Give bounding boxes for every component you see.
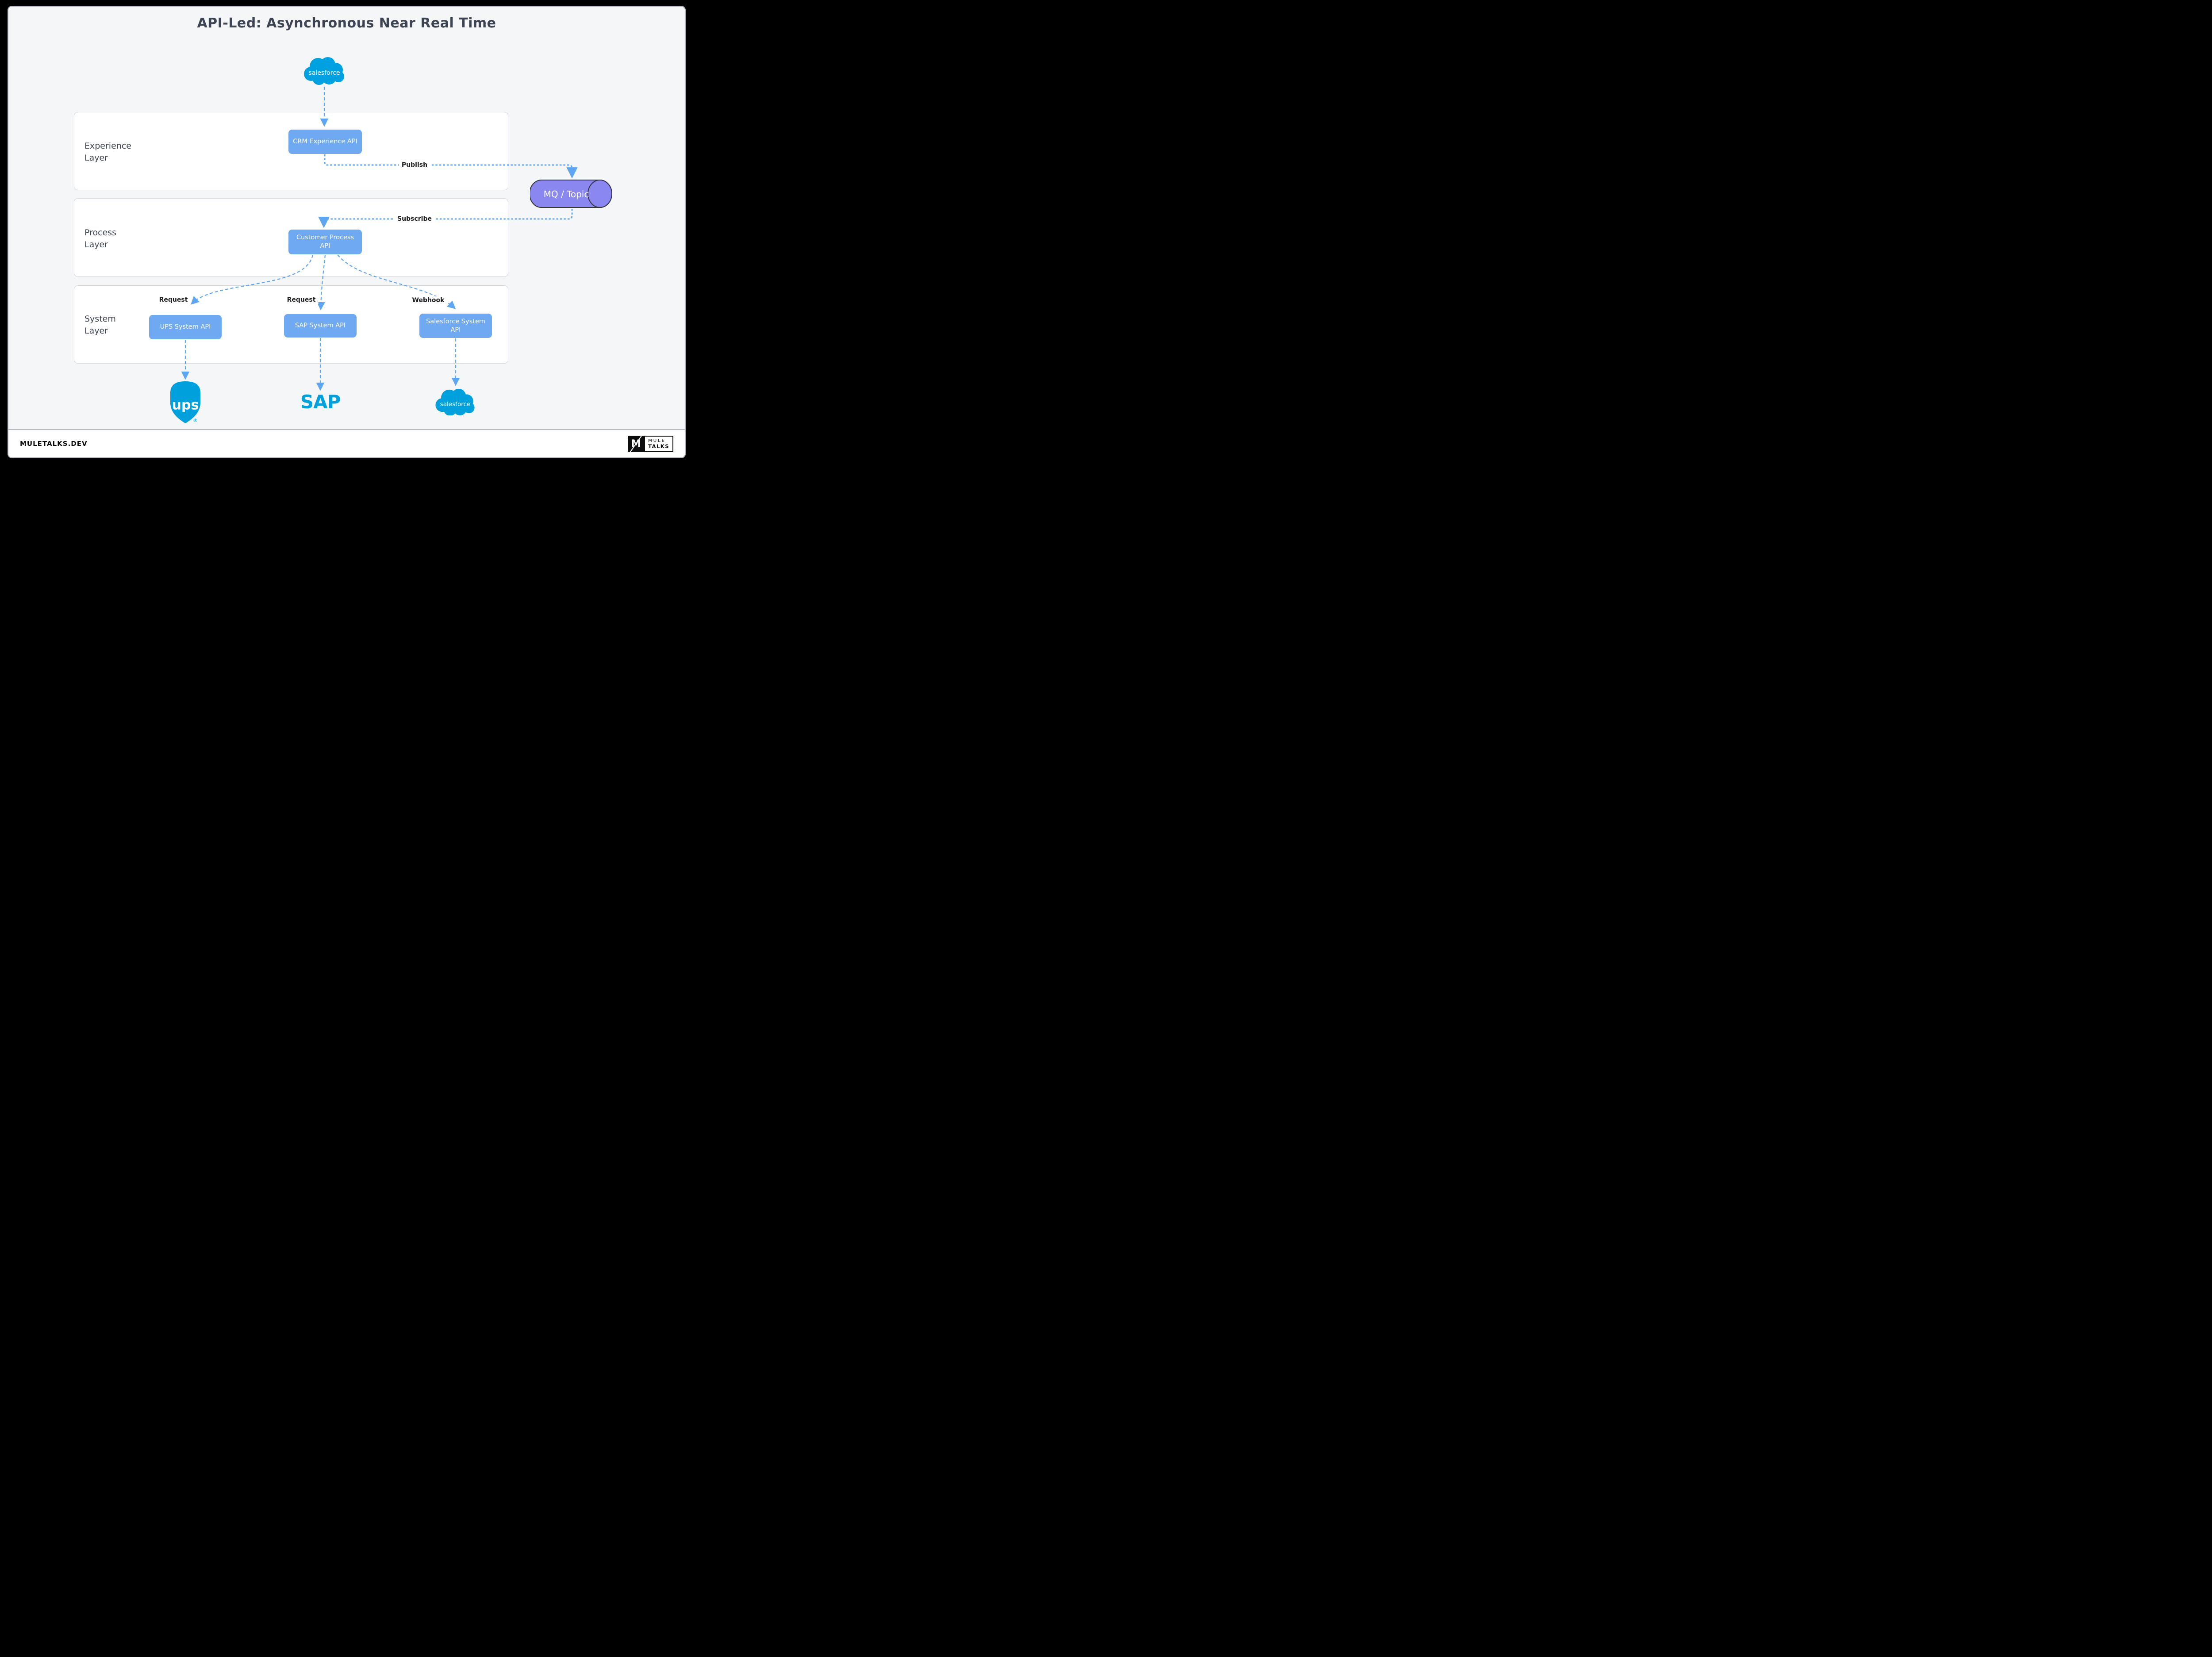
customer-process-api-node: Customer Process API <box>288 230 362 254</box>
page-title: API-Led: Asynchronous Near Real Time <box>197 15 496 31</box>
ups-system-api-node: UPS System API <box>149 315 222 339</box>
publish-label: Publish <box>399 161 430 169</box>
webhook-label: Webhook <box>409 296 447 304</box>
salesforce-wordmark-bottom: salesforce <box>440 401 471 408</box>
system-layer-label: System Layer <box>84 314 116 336</box>
salesforce-wordmark-top: salesforce <box>309 69 340 77</box>
ups-registered-mark: ® <box>193 418 198 423</box>
request-ups-label: Request <box>156 296 191 304</box>
site-name: MULETALKS.DEV <box>20 440 88 448</box>
crm-experience-api-node: CRM Experience API <box>288 130 362 154</box>
mq-topic-queue: MQ / Topic <box>529 179 615 208</box>
footer: MULETALKS.DEV M MULE TALKS <box>8 429 685 457</box>
salesforce-system-api-node: Salesforce System API <box>419 314 492 338</box>
sap-system-api-node: SAP System API <box>284 314 357 338</box>
logo-slash <box>628 433 644 455</box>
diagram-canvas: API-Led: Asynchronous Near Real Time sal… <box>8 6 686 458</box>
mq-topic-label: MQ / Topic <box>544 189 589 199</box>
experience-layer-label: Experience Layer <box>84 141 131 163</box>
request-sap-label: Request <box>284 296 319 304</box>
muletalks-logo: M MULE TALKS <box>628 433 673 455</box>
subscribe-label: Subscribe <box>395 215 434 223</box>
muletalks-wordmark: MULE TALKS <box>644 435 673 452</box>
ups-wordmark: ups <box>172 398 199 413</box>
process-layer-label: Process Layer <box>84 228 117 249</box>
ups-logo: ups ® <box>168 380 203 424</box>
muletalks-monogram: M <box>628 433 645 455</box>
salesforce-cloud-icon-bottom: salesforce <box>433 387 477 416</box>
salesforce-cloud-icon-top: salesforce <box>302 55 346 86</box>
sap-logo: SAP <box>300 391 341 413</box>
